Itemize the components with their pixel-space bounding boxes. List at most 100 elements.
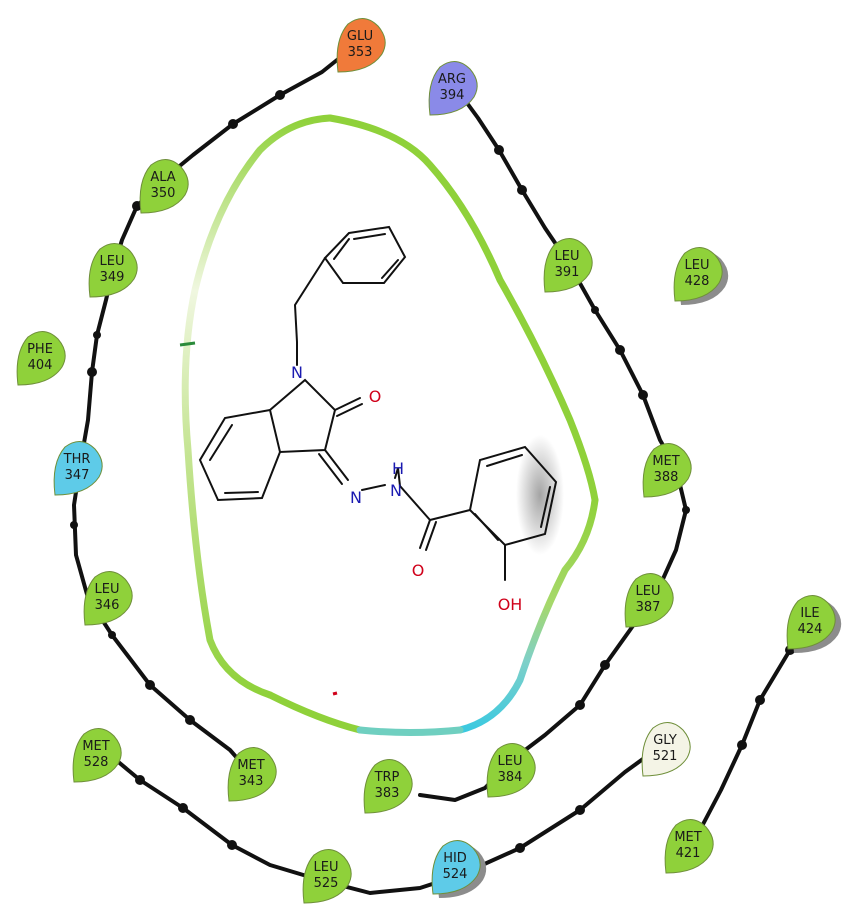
residue-name: LEU <box>555 249 580 264</box>
residue-marker-shape <box>664 819 714 874</box>
residue-number: 383 <box>375 786 400 801</box>
residue-marker-shape <box>72 728 122 783</box>
residue-marker-shape <box>227 747 277 802</box>
atom-h-hydrazide: H <box>392 459 404 478</box>
residue-number: 343 <box>239 774 264 789</box>
residue-name: LEU <box>100 254 125 269</box>
amide-bonds <box>419 509 471 551</box>
residue-number: 346 <box>95 598 120 613</box>
residue-number: 384 <box>498 770 523 785</box>
indole-benzene-ring <box>198 409 281 502</box>
hydrazone-bonds <box>318 449 349 485</box>
residue-marker-shape <box>428 61 478 116</box>
residue-name: MET <box>237 758 264 773</box>
residue-number: 521 <box>653 749 678 764</box>
residue-number: 428 <box>685 274 710 289</box>
residue-number: 528 <box>84 755 109 770</box>
residue-name: THR <box>63 452 91 467</box>
residue-number: 347 <box>65 468 90 483</box>
residue-name: LEU <box>636 584 661 599</box>
residue-name: MET <box>674 830 701 845</box>
residue-marker-shape <box>624 573 674 628</box>
solvent-exposure-mark-2 <box>332 691 338 696</box>
atom-o-ketone: O <box>369 387 382 406</box>
residue-marker-shape <box>786 595 836 650</box>
solvent-exposure-halo <box>516 435 564 555</box>
residue-number: 404 <box>28 358 53 373</box>
residue-name: PHE <box>27 342 53 357</box>
ligand-structure <box>198 225 564 581</box>
residue-name: GLU <box>347 29 373 44</box>
residue-marker-shape <box>486 743 536 798</box>
residue-number: 353 <box>348 45 373 60</box>
residue-marker-shape <box>642 443 692 498</box>
lactam-ring <box>268 378 337 454</box>
residue-number: 525 <box>314 876 339 891</box>
residue-name: HID <box>443 851 467 866</box>
residue-name: ARG <box>438 72 466 87</box>
atom-n-hydrazide: N <box>390 481 402 500</box>
residue-name: LEU <box>314 860 339 875</box>
residue-marker-shape <box>302 849 352 904</box>
residue-name: MET <box>652 454 679 469</box>
residue-name: ALA <box>150 170 175 185</box>
residue-number: 349 <box>100 270 125 285</box>
residue-number: 387 <box>636 600 661 615</box>
residue-marker-shape <box>16 331 66 386</box>
residue-number: 421 <box>676 846 701 861</box>
residue-number: 424 <box>798 622 823 637</box>
binding-pocket-outline <box>181 114 599 736</box>
residue-name: MET <box>82 739 109 754</box>
atom-oh: OH <box>498 595 523 614</box>
residue-name: LEU <box>95 582 120 597</box>
residue-number: 350 <box>151 186 176 201</box>
residue-name: LEU <box>498 754 523 769</box>
solvent-exposure-mark <box>179 341 196 347</box>
residue-marker-shape <box>431 840 481 895</box>
residue-number: 524 <box>443 867 468 882</box>
residue-marker-shape <box>88 243 138 298</box>
residue-marker-shape <box>336 18 386 73</box>
residue-marker-shape <box>641 722 691 777</box>
residue-markers: GLU353ARG394ALA350LEU349PHE404THR347LEU3… <box>16 18 842 904</box>
residue-marker-shape <box>53 441 103 496</box>
residue-marker-shape <box>363 759 413 814</box>
residue-marker-shape <box>83 571 133 626</box>
residue-name: LEU <box>685 258 710 273</box>
ligand-atom-labels: N O N N H O OH <box>291 363 522 614</box>
atom-o-amide: O <box>412 561 425 580</box>
residue-name: TRP <box>374 770 400 785</box>
residue-marker-shape <box>673 247 723 302</box>
residue-number: 394 <box>440 88 465 103</box>
residue-marker-shape <box>543 238 593 293</box>
backbone-chain-left <box>72 46 354 777</box>
residue-name: GLY <box>653 733 677 748</box>
atom-n-imine: N <box>350 488 362 507</box>
residue-number: 388 <box>654 470 679 485</box>
residue-marker-shape <box>139 159 189 214</box>
residue-name: ILE <box>800 606 819 621</box>
atom-n1: N <box>291 363 303 382</box>
residue-number: 391 <box>555 265 580 280</box>
benzyl-ch2-bond <box>293 257 326 366</box>
